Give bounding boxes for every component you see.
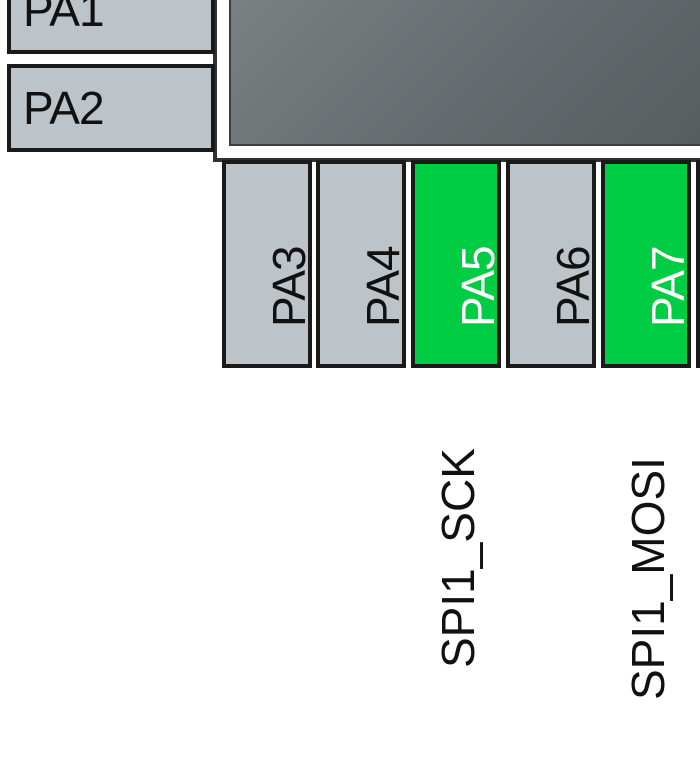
pin-label: PA4 xyxy=(357,246,406,327)
pin-pa6[interactable]: PA6 xyxy=(506,160,596,368)
mcu-chip-body xyxy=(213,0,700,162)
pin-pa4[interactable]: PA4 xyxy=(316,160,406,368)
signal-label-spi1-mosi: SPI1_MOSI xyxy=(622,457,674,700)
pin-label: PA6 xyxy=(547,246,596,327)
pin-label: PA7 xyxy=(642,246,691,327)
pin-label: PA1 xyxy=(23,0,105,36)
pin-next-partial[interactable] xyxy=(696,160,700,368)
pin-pa7[interactable]: PA7 xyxy=(601,160,691,368)
pin-pa5[interactable]: PA5 xyxy=(411,160,501,368)
pin-pa3[interactable]: PA3 xyxy=(222,160,312,368)
pin-label: PA2 xyxy=(23,82,105,134)
pin-pa1[interactable]: PA1 xyxy=(7,0,215,54)
signal-label-spi1-sck: SPI1_SCK xyxy=(432,448,484,668)
pin-pa2[interactable]: PA2 xyxy=(7,64,215,152)
pin-label: PA3 xyxy=(263,246,312,327)
pin-label: PA5 xyxy=(452,246,501,327)
